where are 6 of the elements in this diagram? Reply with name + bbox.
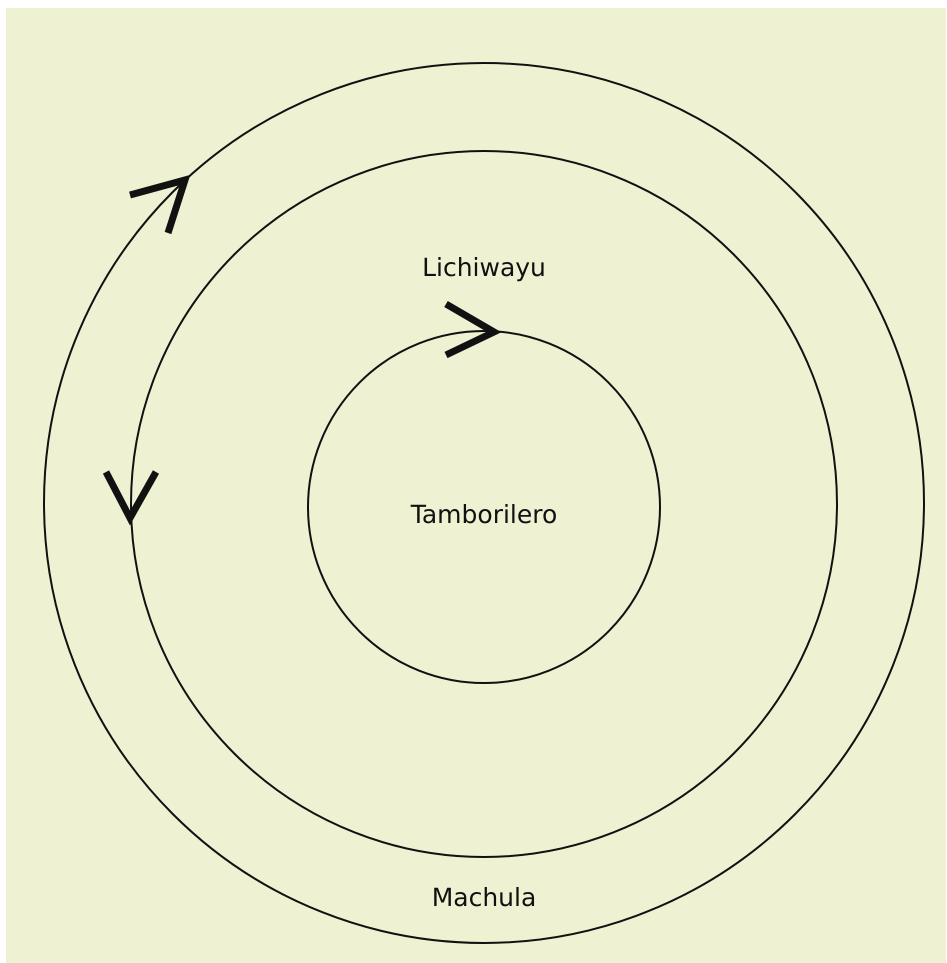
region-label: Lichiwayu [422,253,546,283]
middle-ring [130,150,838,858]
region-label: Tamborilero [410,500,558,530]
outer-ring [43,62,925,944]
region-label: Machula [432,883,536,913]
inner-circle [307,330,661,684]
